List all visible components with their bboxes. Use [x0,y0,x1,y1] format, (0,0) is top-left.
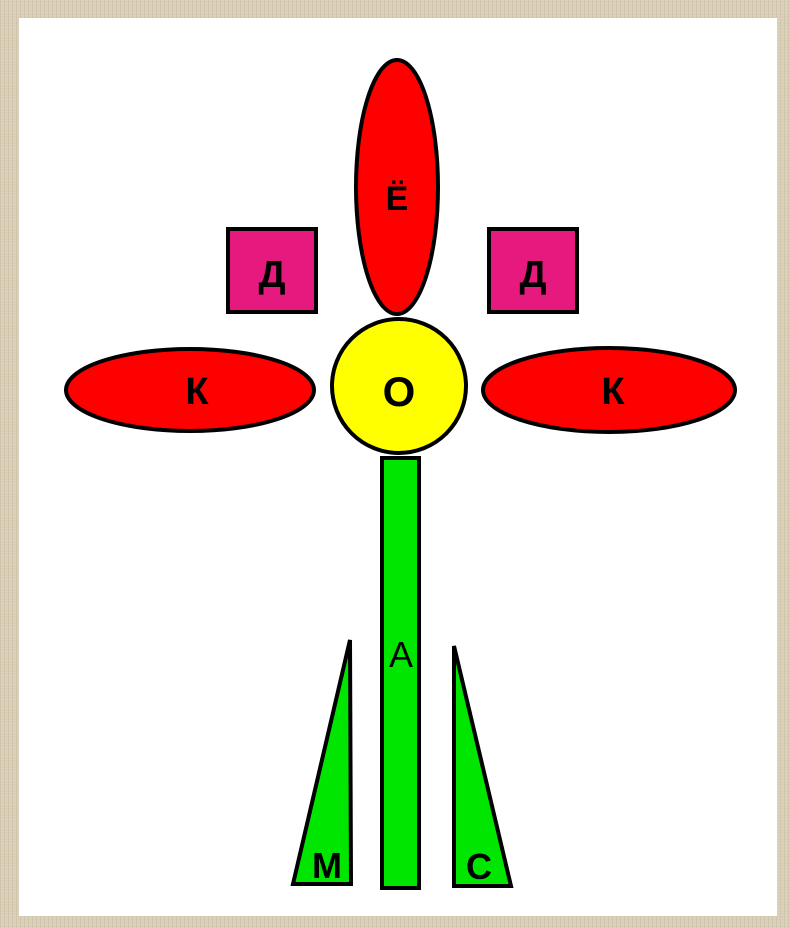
center-letter: О [383,368,416,415]
right-petal-letter: К [601,371,625,413]
left-square-letter: Д [258,254,285,296]
left-leaf-letter: М [312,845,342,886]
top-petal-letter: Ё [386,180,409,218]
right-leaf-letter: С [466,846,492,887]
left-petal-letter: К [185,371,209,413]
stem-letter: А [389,634,413,675]
right-square-letter: Д [519,254,546,296]
